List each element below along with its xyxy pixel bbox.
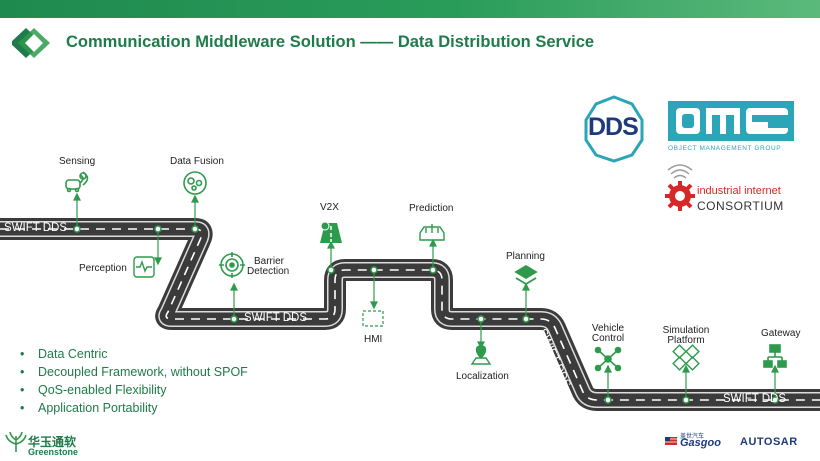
label-localization: Localization (456, 371, 509, 382)
vehicle-control-icon (594, 346, 622, 372)
label-vehicle-2: Control (591, 333, 625, 344)
hmi-icon (362, 310, 384, 327)
barrier-detection-icon (219, 252, 245, 278)
connector-dots (73, 225, 779, 404)
label-barrier-2: Detection (247, 266, 290, 277)
gateway-icon (763, 344, 787, 368)
omg-logo (668, 101, 794, 141)
gasgoo-flag-logo (665, 437, 677, 445)
label-planning: Planning (506, 251, 545, 262)
data-fusion-icon (183, 171, 207, 195)
greenstone-cn: 华玉通软 (28, 435, 77, 449)
label-prediction: Prediction (409, 203, 454, 214)
label-barrier-1: Barrier (254, 256, 285, 267)
gasgoo-text: Gasgoo (680, 437, 721, 449)
label-data-fusion: Data Fusion (170, 156, 224, 167)
v2x-icon (320, 221, 342, 243)
road-centerline (0, 228, 820, 401)
dds-logo-text: DDS (588, 113, 639, 141)
gasgoo-cn: 盖世汽车 (680, 434, 705, 440)
localization-icon (470, 345, 492, 365)
label-simulation-1: Simulation (662, 325, 710, 336)
iic-text-1: industrial internet (697, 185, 781, 197)
label-hmi: HMI (364, 334, 383, 345)
bullet-item: Data Centric (20, 345, 248, 363)
omg-subtitle: OBJECT MANAGEMENT GROUP (668, 145, 782, 152)
road (0, 218, 820, 411)
greenstone-leaf-logo (5, 431, 27, 452)
bullet-item: Decoupled Framework, without SPOF (20, 363, 248, 381)
connectors (73, 192, 779, 400)
bullet-item: QoS-enabled Flexibility (20, 381, 248, 399)
bullet-item: Application Portability (20, 399, 248, 417)
page-title: Communication Middleware Solution —— Dat… (66, 33, 595, 51)
road-label-4: SWIFT DDS (723, 393, 787, 405)
label-perception: Perception (79, 263, 127, 274)
simulation-platform-icon (672, 344, 700, 371)
dds-logo (584, 95, 644, 163)
label-vehicle-1: Vehicle (591, 323, 625, 334)
autosar-text: AUTOSAR (740, 436, 798, 448)
feature-list: Data Centric Decoupled Framework, withou… (20, 345, 248, 417)
label-simulation-2: Platform (667, 335, 705, 346)
perception-icon (133, 256, 155, 278)
label-v2x: V2X (320, 202, 339, 213)
sensing-icon (65, 171, 89, 193)
iic-text-2: CONSORTIUM (697, 199, 784, 213)
label-sensing: Sensing (59, 156, 96, 167)
prediction-icon (419, 224, 445, 241)
planning-icon (514, 264, 538, 286)
top-banner (0, 0, 820, 18)
greenstone-en: Greenstone (28, 447, 79, 457)
greenstone-diamond-logo (12, 28, 50, 58)
label-gateway: Gateway (761, 328, 801, 339)
iic-gear-logo (665, 164, 695, 211)
road-label-1: SWIFT DDS (4, 222, 68, 234)
road-label-2: SWIFT DDS (244, 312, 308, 324)
